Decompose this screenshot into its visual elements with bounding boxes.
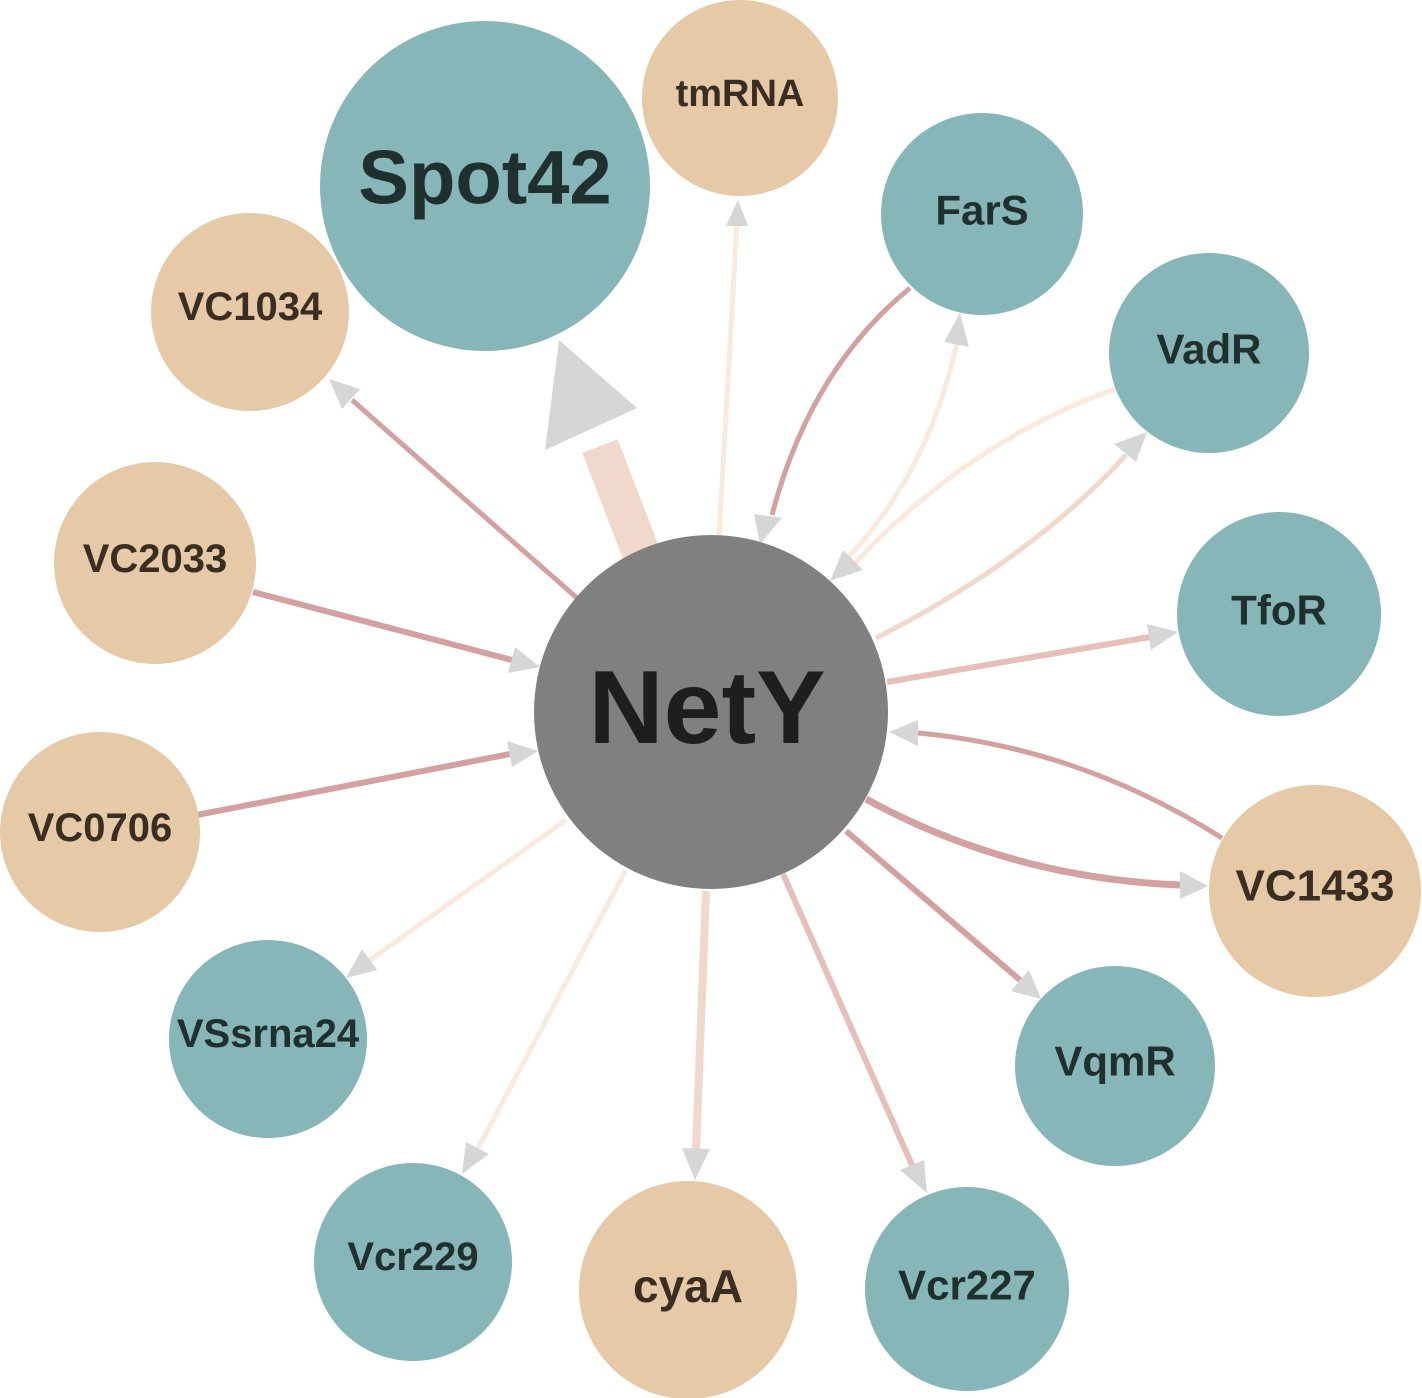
arrowhead	[1180, 871, 1208, 899]
node-tmrna[interactable]: tmRNA	[642, 0, 838, 196]
edge-nety-vqmr	[844, 828, 1041, 999]
edge-fars-nety	[754, 286, 912, 544]
arrowhead	[1147, 624, 1178, 650]
arrowhead	[889, 720, 918, 746]
node-nety[interactable]: NetY	[534, 535, 888, 889]
node-tfor[interactable]: TfoR	[1177, 512, 1381, 716]
arrowhead	[1114, 432, 1147, 462]
node-label: Vcr229	[347, 1235, 478, 1279]
node-label: FarS	[935, 187, 1028, 234]
edge-nety-tfor	[886, 624, 1178, 685]
arrowhead	[944, 313, 969, 347]
arrowhead	[329, 379, 360, 409]
node-vc1433[interactable]: VC1433	[1209, 785, 1421, 997]
edge-nety-vcr227	[780, 872, 927, 1193]
node-vcr227[interactable]: Vcr227	[865, 1187, 1069, 1391]
edge-layer	[196, 200, 1224, 1193]
edge-nety-vc1433	[864, 795, 1208, 899]
edge-nety-vcr229	[462, 868, 629, 1174]
node-label: cyaA	[633, 1260, 743, 1312]
arrowhead	[1011, 970, 1041, 999]
node-label: TfoR	[1231, 587, 1327, 634]
node-label: NetY	[589, 650, 826, 766]
arrowhead	[900, 1160, 927, 1193]
node-vc2033[interactable]: VC2033	[54, 462, 256, 664]
node-label: Spot42	[358, 136, 611, 221]
edge-nety-tmrna	[716, 200, 748, 537]
node-vadr[interactable]: VadR	[1109, 253, 1309, 453]
edge-nety-vssrna24	[346, 817, 568, 978]
node-label: VC1034	[178, 285, 323, 329]
node-cyaa[interactable]: cyaA	[579, 1181, 797, 1398]
node-label: VC1433	[1235, 862, 1394, 911]
arrowhead	[726, 200, 748, 226]
node-vssrna24[interactable]: VSsrna24	[169, 940, 367, 1138]
node-fars[interactable]: FarS	[881, 113, 1083, 315]
node-vqmr[interactable]: VqmR	[1015, 966, 1215, 1166]
node-label: VadR	[1156, 326, 1261, 373]
arrowhead	[462, 1142, 489, 1174]
arrowhead	[508, 647, 540, 673]
node-vc1034[interactable]: VC1034	[151, 213, 349, 411]
node-vc0706[interactable]: VC0706	[0, 732, 200, 932]
node-vcr229[interactable]: Vcr229	[314, 1163, 512, 1361]
edge-nety-spot42	[545, 340, 661, 565]
edge-vc0706-nety	[196, 741, 538, 818]
edge-nety-vc1034	[329, 379, 579, 600]
node-label: VqmR	[1054, 1038, 1175, 1085]
node-label: VC2033	[83, 537, 228, 581]
edge-vc2033-nety	[252, 589, 540, 673]
arrowhead	[545, 340, 637, 450]
arrowhead	[507, 741, 538, 767]
edge-nety-vadr	[874, 432, 1147, 641]
edge-nety-cyaa	[682, 890, 710, 1180]
node-label: VSsrna24	[177, 1012, 360, 1056]
node-label: tmRNA	[676, 73, 805, 115]
edge-vc1433-nety	[889, 720, 1224, 841]
node-label: VC0706	[28, 806, 173, 850]
arrowhead	[682, 1148, 710, 1180]
edge-vadr-nety	[830, 385, 1119, 581]
node-label: Vcr227	[898, 1262, 1036, 1309]
arrowhead	[346, 949, 377, 978]
edge-nety-fars	[844, 313, 969, 562]
arrowhead	[830, 550, 863, 581]
node-spot42[interactable]: Spot42	[320, 21, 650, 351]
arrowhead	[754, 514, 782, 544]
